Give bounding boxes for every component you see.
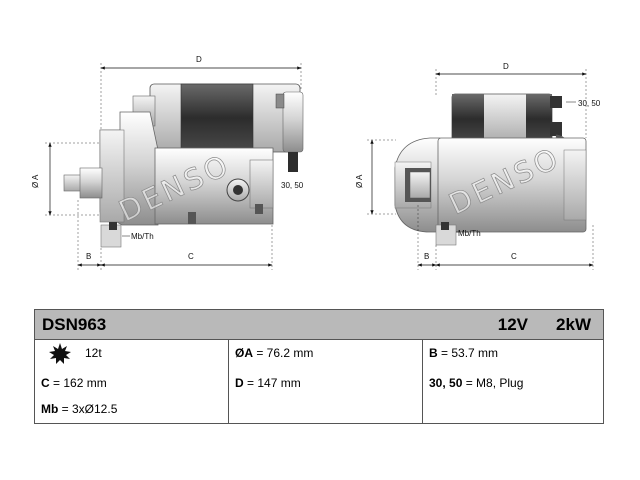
rear-terminal-label: 30, 50 bbox=[578, 99, 601, 108]
side-dim-c: C bbox=[188, 252, 194, 261]
spec-column-3: B = 53.7 mm 30, 50 = M8, Plug bbox=[423, 340, 603, 423]
pinion-gear-icon bbox=[49, 343, 71, 364]
spec-c: C = 162 mm bbox=[41, 376, 107, 390]
spec-header: DSN963 12V 2kW bbox=[35, 310, 603, 340]
spec-terminals: 30, 50 = M8, Plug bbox=[429, 376, 524, 390]
starter-motor-drawing: DENSO D Ø A B C Mb/Th 30, 50 bbox=[31, 55, 601, 270]
power-rating: 2kW bbox=[556, 315, 591, 334]
teeth-count: 12t bbox=[85, 346, 102, 360]
side-view: DENSO D Ø A B C Mb/Th 30, 50 bbox=[31, 55, 304, 270]
rear-dim-c: C bbox=[511, 252, 517, 261]
side-terminal-label: 30, 50 bbox=[281, 181, 304, 190]
terminal-stud bbox=[288, 152, 298, 172]
side-dim-a: Ø A bbox=[31, 174, 40, 188]
spec-d: D = 147 mm bbox=[235, 376, 301, 390]
spec-a: ØA = 76.2 mm bbox=[235, 346, 314, 360]
spec-column-2: ØA = 76.2 mm D = 147 mm bbox=[229, 340, 423, 423]
spec-table: DSN963 12V 2kW 12t C = 162 mm Mb = 3xØ12… bbox=[34, 309, 604, 424]
model-number: DSN963 bbox=[42, 315, 107, 334]
voltage: 12V bbox=[497, 315, 528, 334]
side-dim-d: D bbox=[196, 55, 202, 64]
spec-b: B = 53.7 mm bbox=[429, 346, 499, 360]
spec-column-1: 12t C = 162 mm Mb = 3xØ12.5 bbox=[35, 340, 229, 423]
solenoid-cap bbox=[180, 83, 254, 153]
rear-mount-label: Mb/Th bbox=[458, 229, 481, 238]
side-dim-b: B bbox=[86, 252, 91, 261]
rear-dim-a: Ø A bbox=[355, 174, 364, 188]
side-mount-label: Mb/Th bbox=[131, 232, 154, 241]
rear-view: DENSO D Ø A B C Mb/Th 30, 50 bbox=[355, 62, 601, 270]
spec-mb: Mb = 3xØ12.5 bbox=[41, 402, 118, 416]
rear-dim-b: B bbox=[424, 252, 429, 261]
rear-dim-d: D bbox=[503, 62, 509, 71]
